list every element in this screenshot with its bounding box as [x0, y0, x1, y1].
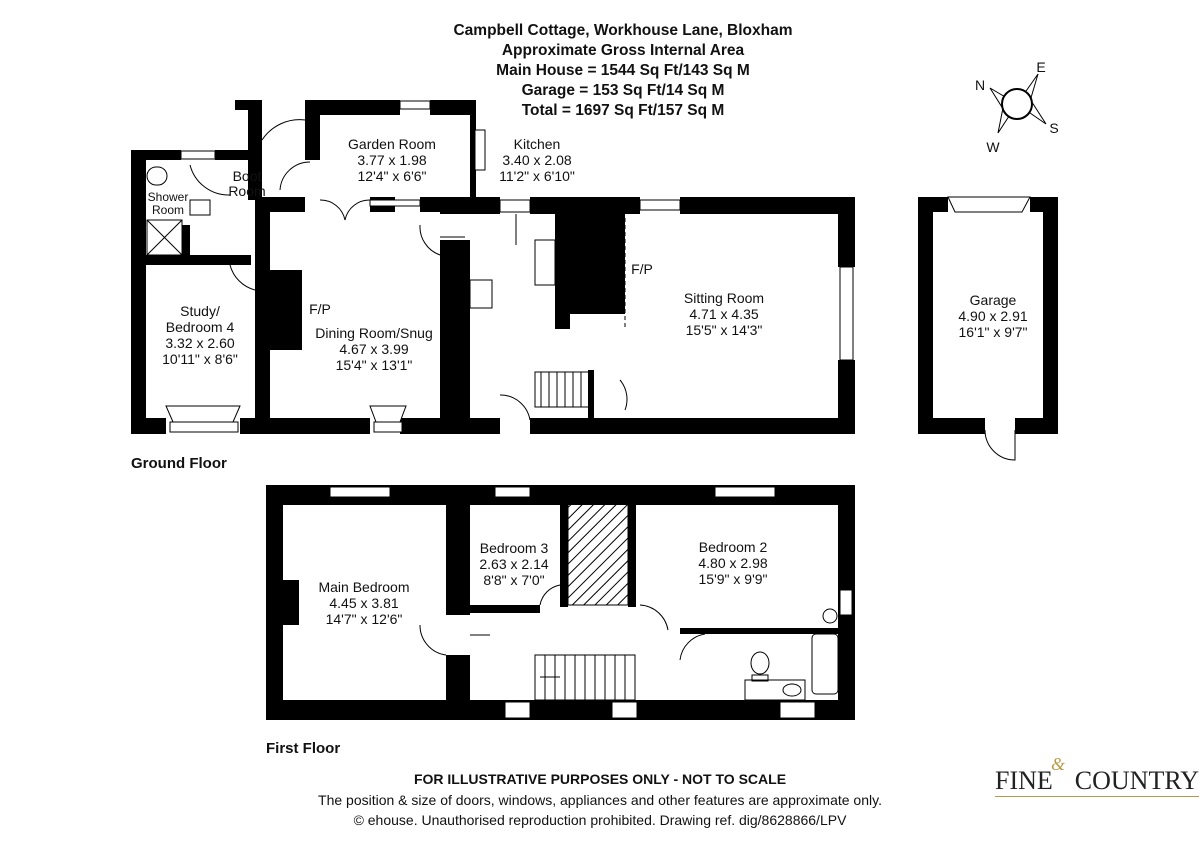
metric: 2.63 x 2.14 [479, 556, 548, 572]
fine-country-logo: FINE COUNTRY & [995, 754, 1200, 797]
logo-text-country: COUNTRY [1074, 766, 1200, 795]
metric: 3.77 x 1.98 [357, 152, 426, 168]
metric: 4.71 x 4.35 [689, 306, 758, 322]
copyright: © ehouse. Unauthorised reproduction proh… [353, 812, 847, 828]
first-floor-doors [419, 584, 839, 701]
disclaimer: FOR ILLUSTRATIVE PURPOSES ONLY - NOT TO … [413, 771, 787, 787]
approx-note: The position & size of doors, windows, a… [318, 792, 882, 808]
metric: 3.40 x 2.08 [502, 152, 571, 168]
label: Room [228, 183, 265, 199]
imperial: 12'4" x 6'6" [358, 168, 427, 184]
compass-e: E [1036, 59, 1045, 75]
label: Garage [970, 292, 1017, 308]
compass-s: S [1049, 120, 1058, 136]
label: Bedroom 2 [699, 539, 768, 555]
ground-floor-doors [146, 119, 628, 421]
garage-area: Garage = 153 Sq Ft/14 Sq M [521, 82, 725, 99]
label: Boot [233, 168, 262, 184]
room-sitting: F/P Sitting Room 4.71 x 4.35 15'5" x 14'… [631, 261, 764, 338]
room-garage: Garage 4.90 x 2.91 16'1" x 9'7" [958, 292, 1027, 340]
garage-side-door-icon [984, 429, 1016, 461]
room-main-bedroom: Main Bedroom 4.45 x 3.81 14'7" x 12'6" [318, 579, 409, 627]
room-bedroom-3: Bedroom 3 2.63 x 2.14 8'8" x 7'0" [479, 540, 548, 588]
address-title: Campbell Cottage, Workhouse Lane, Bloxha… [453, 22, 793, 39]
fireplace-label: F/P [309, 301, 331, 317]
imperial: 15'5" x 14'3" [686, 322, 763, 338]
imperial: 10'11" x 8'6" [162, 351, 238, 367]
chimney-void [567, 496, 629, 606]
imperial: 14'7" x 12'6" [326, 611, 403, 627]
compass-n: N [975, 77, 985, 93]
room-bedroom-2: Bedroom 2 4.80 x 2.98 15'9" x 9'9" [698, 539, 767, 587]
logo-text-fine: FINE [995, 766, 1053, 795]
garage-walls [918, 197, 1058, 434]
label: Bedroom 4 [166, 319, 235, 335]
ground-floor-walls [131, 100, 855, 434]
room-dining: F/P Dining Room/Snug 4.67 x 3.99 15'4" x… [309, 301, 433, 373]
ground-floor-windows [165, 100, 854, 433]
label: Kitchen [514, 136, 561, 152]
first-floor-windows [329, 486, 853, 719]
label: Room [152, 203, 184, 217]
first-floor-label: First Floor [266, 740, 341, 757]
metric: 3.32 x 2.60 [165, 335, 234, 351]
room-shower-room: Shower Room [148, 190, 189, 217]
area-subtitle: Approximate Gross Internal Area [501, 42, 745, 59]
label: Main Bedroom [318, 579, 409, 595]
imperial: 15'4" x 13'1" [336, 357, 413, 373]
compass-w: W [986, 139, 1000, 155]
metric: 4.45 x 3.81 [329, 595, 398, 611]
imperial: 15'9" x 9'9" [699, 571, 768, 587]
compass-icon: N E S W [975, 59, 1059, 155]
room-garden-room: Garden Room 3.77 x 1.98 12'4" x 6'6" [348, 136, 436, 184]
imperial: 11'2" x 6'10" [499, 168, 575, 184]
total-area: Total = 1697 Sq Ft/157 Sq M [521, 102, 725, 119]
metric: 4.80 x 2.98 [698, 555, 767, 571]
imperial: 16'1" x 9'7" [959, 324, 1028, 340]
room-kitchen: Kitchen 3.40 x 2.08 11'2" x 6'10" [499, 136, 575, 184]
main-house-area: Main House = 1544 Sq Ft/143 Sq M [496, 62, 750, 79]
label: Dining Room/Snug [315, 325, 433, 341]
label: Garden Room [348, 136, 436, 152]
label: Bedroom 3 [480, 540, 549, 556]
ground-floor-label: Ground Floor [131, 455, 227, 472]
metric: 4.90 x 2.91 [958, 308, 1027, 324]
room-boot-room: Boot Room [228, 168, 265, 199]
garage-door-icon [947, 196, 1031, 213]
metric: 4.67 x 3.99 [339, 341, 408, 357]
label: Sitting Room [684, 290, 764, 306]
logo-ampersand: & [1051, 754, 1066, 774]
label: Shower [148, 190, 189, 204]
room-study: Study/ Bedroom 4 3.32 x 2.60 10'11" x 8'… [162, 303, 238, 367]
label: Study/ [180, 303, 220, 319]
fireplace-label: F/P [631, 261, 653, 277]
imperial: 8'8" x 7'0" [483, 572, 544, 588]
